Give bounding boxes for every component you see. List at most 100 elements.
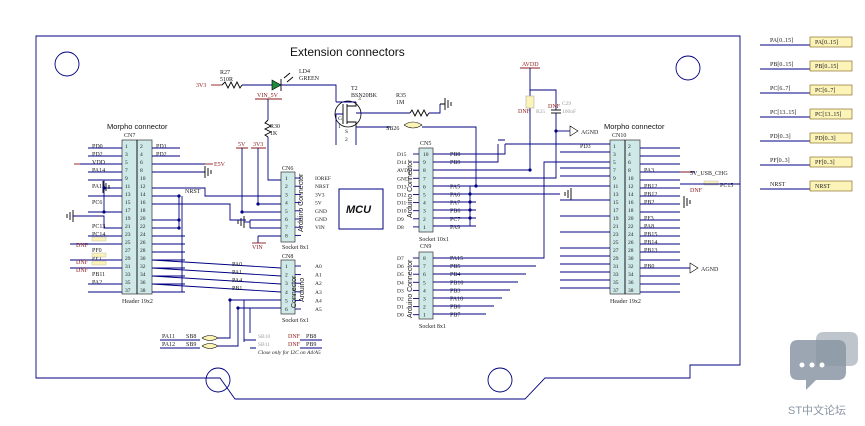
cn5-signal: D9: [397, 217, 404, 223]
sb11-dnf: DNF: [288, 342, 301, 348]
t2-part: BSN20BK: [351, 93, 378, 99]
sb8-ref: SB8: [186, 334, 196, 340]
cn8-ref: CN8: [282, 254, 293, 260]
cn7-left-net: PB11: [92, 272, 105, 278]
cn10-section-title: Morpho connector: [604, 122, 665, 131]
cn5-net: PB6: [450, 209, 460, 215]
junction-dot: [102, 210, 106, 214]
board-outline: [35, 35, 741, 400]
cn8-net-pb1: PB1: [232, 286, 242, 292]
solder-bridges-bottom: PA11 SB8 PA12 SB9 SB10 PB8 DNF SB11 PB9 …: [160, 333, 322, 356]
r27-ref: R27: [220, 70, 230, 76]
c29-r-dnf: DNF: [518, 109, 531, 115]
cn7-left-net: PF0: [92, 248, 102, 254]
cn7-pin-12: 12: [140, 184, 146, 190]
avdd-label: AVDD: [522, 62, 539, 68]
cn10-pin-24: 24: [628, 232, 634, 238]
c29-r-ref: R25: [536, 109, 545, 115]
cn8-pin-6: 6: [285, 307, 288, 313]
mount-hole: [675, 55, 701, 81]
cn7-left-net: PF1: [92, 256, 102, 262]
cn5-pin-1: 1: [423, 225, 426, 231]
cn7-dnf-1: DNF: [76, 243, 89, 249]
cn7-pin-14: 14: [140, 192, 146, 198]
junction-dot: [240, 210, 244, 214]
ground-icon: [683, 196, 691, 208]
cn6-signal: 5V: [315, 201, 322, 207]
cn10-pin-15: 15: [613, 200, 619, 206]
cn9-signal: D5: [397, 272, 404, 278]
cn10-right-net: PB0: [644, 264, 654, 270]
cn7-pin-29: 29: [125, 256, 131, 262]
cn9-net: PA15: [450, 256, 463, 262]
mount-hole: [487, 367, 513, 393]
net-tag-list: PA[0..15]PA[0..15]PB[0..15]PB[0..15]PC[6…: [760, 36, 853, 192]
cn10-pin-22: 22: [628, 224, 634, 230]
cn9-signal: D4: [397, 280, 404, 286]
cn7-pin-30: 30: [140, 256, 146, 262]
t2-pin-s: S: [345, 129, 348, 135]
mcu-label: MCU: [346, 204, 372, 216]
cn9-pin-4: 4: [423, 288, 426, 294]
cn10-left-net: PD3: [580, 144, 591, 150]
cn8-signal: A3: [315, 290, 322, 296]
cn10-footer: Header 19x2: [610, 299, 641, 305]
cn7-pin-35: 35: [125, 280, 131, 286]
cn7-left-net: PD2: [92, 152, 103, 158]
led-color: GREEN: [299, 76, 320, 82]
cn5-pin-5: 5: [423, 193, 426, 199]
cn10-pin-9: 9: [613, 176, 616, 182]
cn10-pin-10: 10: [628, 176, 634, 182]
cn7-pin-8: 8: [140, 168, 143, 174]
cn6-pin-3: 3: [285, 192, 288, 198]
cn6-pin-5: 5: [285, 209, 288, 215]
cn10-ref: CN10: [612, 133, 626, 139]
cn7-dnf-3: DNF: [76, 268, 89, 274]
cn10-pin-37: 37: [613, 288, 619, 294]
cn7-left-net: PA13: [92, 184, 105, 190]
cn5-signal: D14: [397, 160, 407, 166]
cn7-pin-15: 15: [125, 200, 131, 206]
net-port-tag: [809, 36, 853, 48]
cn7-pin-5: 5: [125, 160, 128, 166]
led-name: LD4: [299, 69, 310, 75]
cn5-signal: D8: [397, 225, 404, 231]
cn7-pin-2: 2: [140, 144, 143, 150]
net-port-label: PF[0..3]: [815, 160, 835, 166]
cn10-pin-23: 23: [613, 232, 619, 238]
cn10-agnd: AGND: [701, 267, 719, 273]
net-port-label: PD[0..3]: [815, 136, 836, 142]
sb8-solder-bridge-icon: [201, 335, 219, 341]
net-port-label: PC[13..15]: [815, 112, 841, 118]
cn10-morpho-connector: Morpho connector CN10 135791113151719212…: [580, 122, 665, 305]
net-wire-label: PF[0..3]: [770, 158, 790, 164]
cn7-pin-31: 31: [125, 264, 131, 270]
cn8-net-pa4: PA4: [232, 278, 242, 284]
cn7-pin-18: 18: [140, 208, 146, 214]
cn9-pin-3: 3: [423, 297, 426, 303]
net-wire-label: PD[0..3]: [770, 134, 791, 140]
vin-5v-label: VIN_5V: [257, 93, 279, 99]
chat-bubble-icon: [816, 332, 858, 366]
cn7-wires: E5V NRST: [151, 147, 282, 293]
junction-dot: [468, 208, 472, 212]
c29-value: 100nF: [562, 109, 576, 115]
cn9-vertical-label: Arduino Connector: [407, 259, 414, 318]
cn7-pin-7: 7: [125, 168, 128, 174]
cn9-pin-5: 5: [423, 280, 426, 286]
cn9-net: PB4: [450, 272, 460, 278]
cn10-right-net: PB13: [644, 248, 657, 254]
cn10-pin-36: 36: [628, 280, 634, 286]
cn10-pin-34: 34: [628, 272, 634, 278]
cn7-pin-26: 26: [140, 240, 146, 246]
cn5-arduino-connector: CN5 Arduino Connector 10987654321D15D14A…: [397, 141, 460, 243]
page-title: Extension connectors: [290, 45, 405, 59]
cn7-footer: Header 19x2: [122, 299, 153, 305]
cn5-net: PA5: [450, 184, 460, 190]
r30-ref: R30: [270, 124, 280, 130]
cn5-net: PA9: [450, 225, 460, 231]
cn7-pin-37: 37: [125, 288, 131, 294]
led-arrow-icon: [283, 72, 294, 83]
t2-pin-s-num: 2: [345, 137, 348, 143]
